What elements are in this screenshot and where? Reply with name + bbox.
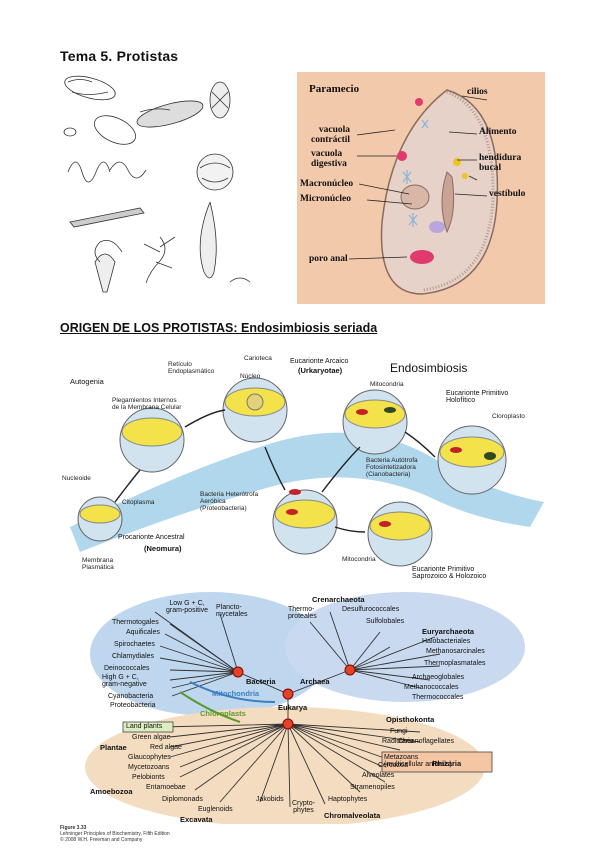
label-bacteria-heterotrofa: Bacteria Heterótrofa Aeróbica (Proteobac… (200, 491, 259, 512)
tree-eukarya-2: Plantae (100, 743, 127, 752)
label-mitocondria-top: Mitocondria (370, 381, 404, 388)
tree-bacteria-9: Proteobacteria (110, 702, 156, 709)
tree-archaea-6: Methanosarcinales (426, 648, 485, 655)
protist-sketches (63, 75, 251, 293)
tree-eukarya-1: Green algae (132, 734, 171, 741)
label-macronucleo: Macronúcleo (300, 179, 354, 189)
tree-eukarya-17: Alveolates (362, 772, 395, 779)
tree-archaea-5: Halobacteriales (422, 638, 471, 645)
label-endosimbiosis: Endosimbiosis (390, 361, 468, 375)
label-nucleo: Núcleo (240, 373, 261, 380)
paramecium-title: Paramecio (309, 83, 360, 95)
tree-eukarya-11: Excavata (180, 815, 213, 824)
tree-eukarya-23: Choanoflagellates (398, 738, 455, 745)
label-citoplasma: Citoplasma (122, 499, 155, 506)
tree-archaea-4: Euryarchaeota (422, 627, 475, 636)
tree-eukarya-24: Metazoans (multicellular animals) (384, 754, 452, 768)
label-reticulo: Retículo Endoplasmático (168, 361, 215, 375)
label-eucarionte-holofitico: Eucarionte Primitivo Holofítico (446, 390, 509, 404)
page-title: Tema 5. Protistas (60, 48, 179, 64)
tree-bacteria-4: Spirochaetes (114, 641, 155, 648)
label-urkaryotae: (Urkaryotae) (298, 366, 343, 375)
tree-bacteria-5: Chlamydiales (112, 653, 155, 660)
tree-bacteria-0: Low G + C, gram-positive (166, 600, 209, 614)
endosymbiosis-diagram: Autogenia Endosimbiosis Retículo Endopla… (60, 352, 544, 592)
tree-eukarya-5: Mycetozoans (128, 764, 170, 771)
tree-eukarya-16: Stramenopiles (350, 784, 395, 791)
tree-eukarya-22: Fungi (390, 728, 408, 735)
label-vacuola-digestiva: vacuola digestiva (311, 149, 347, 169)
tree-eukarya-20: Rhizaria (432, 759, 462, 768)
tree-bacteria-label: Bacteria (246, 677, 276, 686)
label-eucarionte-saprozoico: Eucarionte Primitivo Saprozoico & Holozo… (412, 566, 487, 580)
tree-eukarya-0: Land plants (126, 723, 163, 730)
label-eucarionte-arcaico: Eucarionte Arcaico (290, 358, 349, 365)
label-vestibulo: vestíbulo (489, 189, 526, 199)
tree-bacteria-7: High G + C, gram-negative (102, 674, 147, 688)
tree-bacteria-8: Cyanobacteria (108, 693, 154, 700)
label-carioteca: Carioteca (244, 355, 272, 362)
tree-eukarya-3: Red algae (150, 744, 182, 751)
label-membrana: Membrana Plasmática (82, 557, 114, 571)
universal-tree-drawing (85, 592, 525, 824)
universal-tree-diagram: Low G + C, gram-positive Plancto- myceta… (60, 592, 544, 824)
tree-eukarya-label: Eukarya (278, 703, 308, 712)
label-poro-anal: poro anal (309, 254, 348, 264)
label-vacuola-contractil: vacuola contráctil (311, 125, 351, 145)
label-hendidura-bucal: hendidura bucal (479, 153, 522, 173)
label-plegamientos: Plegamientos Internos de la Membrana Cel… (112, 397, 182, 411)
label-nucleoide: Nucleoide (62, 475, 91, 482)
tree-eukarya-9: Diplomonads (162, 796, 203, 803)
tree-archaea-7: Thermoplasmatales (424, 660, 486, 667)
tree-archaea-9: Methanococcales (404, 684, 459, 691)
label-alimento: Alimento (479, 127, 517, 137)
paramecium-diagram: Paramecio cilios vacuola contráctil vacu… (297, 72, 545, 304)
tree-bacteria-2: Thermotogales (112, 619, 159, 626)
label-bacteria-autotrofa: Bacteria Autótrofa Fotosintetizadora (Ci… (366, 457, 418, 478)
tree-eukarya-19: Radiolaria (382, 738, 414, 745)
label-cilios: cilios (467, 87, 488, 97)
caption-figure: Figure 3.33 (60, 825, 87, 831)
tree-eukarya-12: Jakobids (256, 796, 284, 803)
tree-archaea-label: Archaea (300, 677, 330, 686)
tree-eukarya-14: Haptophytes (328, 796, 368, 803)
tree-eukarya-15: Chromalveolata (324, 811, 381, 820)
tree-eukarya-10: Euglenoids (198, 806, 233, 813)
tree-eukarya-4: Glaucophytes (128, 754, 171, 761)
tree-bacteria-1: Plancto- mycetales (216, 604, 248, 618)
tree-archaea-0: Crenarchaeota (312, 595, 365, 604)
endosymbiosis-drawing (70, 377, 544, 567)
tree-eukarya-6: Pelobionts (132, 774, 165, 781)
tree-eukarya-7: Entamoebae (146, 784, 186, 791)
tree-archaea-1: Thermo- proteales (288, 606, 317, 620)
tree-chloroplasts: Chloroplasts (200, 709, 246, 718)
label-mitocondria-bottom: Mitocondria (342, 556, 376, 563)
section-heading: ORIGEN DE LOS PROTISTAS: Endosimbiosis s… (60, 321, 378, 335)
tree-eukarya-8: Amoebozoa (90, 787, 133, 796)
caption-copyright: © 2008 W.H. Freeman and Company (60, 837, 143, 843)
label-procarionte-ancestral: Procarionte Ancestral (118, 534, 185, 541)
tree-archaea-2: Desulfurococcales (342, 606, 400, 613)
tree-eukarya-13: Crypto- phytes (292, 800, 315, 814)
label-cloroplasto: Cloroplasto (492, 413, 525, 420)
paramecium-drawing (348, 89, 499, 295)
tree-mitochondria: Mitochondria (212, 689, 260, 698)
protist-sketches-panel (60, 72, 278, 304)
label-micronucleo: Micronúcleo (300, 194, 352, 204)
tree-bacteria-3: Aquificales (126, 629, 160, 636)
label-neomura: (Neomura) (144, 544, 182, 553)
tree-archaea-10: Thermococcales (412, 694, 464, 701)
tree-archaea-3: Sulfolobales (366, 618, 405, 625)
tree-eukarya-21: Opisthokonta (386, 715, 435, 724)
tree-bacteria-6: Deinococcales (104, 665, 150, 672)
label-autogenia: Autogenia (70, 377, 104, 386)
tree-archaea-8: Archaeoglobales (412, 674, 465, 681)
tree-eukarya-18: Cercozoa (378, 762, 408, 769)
caption-source: Lehninger Principles of Biochemistry, Fi… (60, 831, 170, 837)
